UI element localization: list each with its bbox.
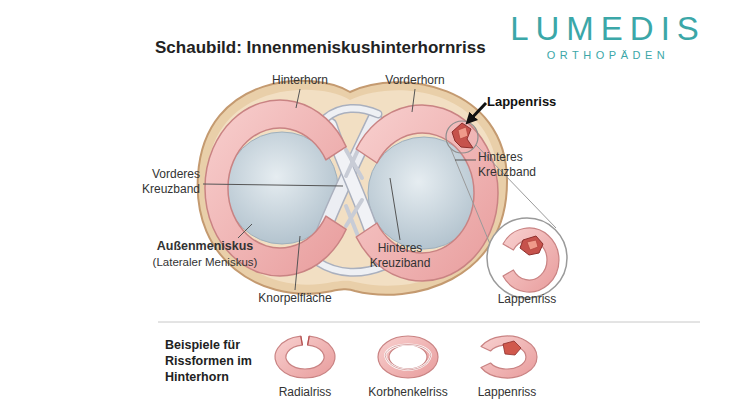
- tear-example: Lappenriss: [462, 333, 552, 405]
- part-label: Hinteres Kreuziband: [358, 241, 442, 271]
- logo-subtitle: ORTHOPÄDEN: [498, 49, 718, 63]
- section-heading: Beispiele für Rissformen im Hinterhorn: [165, 337, 269, 385]
- tear-type-label: Korbhenkelriss: [363, 385, 453, 399]
- part-label: Knorpelfläche: [240, 291, 350, 306]
- part-label: Hinteres Kreuzband: [478, 150, 558, 180]
- bucket-handle-tear: [385, 345, 431, 371]
- flap-tear: [503, 341, 521, 355]
- part-label: Hinterhorn: [255, 73, 345, 88]
- radial-tear: [301, 336, 309, 345]
- tear-label: Lappenriss: [487, 94, 577, 110]
- meniscus-shape: [275, 336, 335, 378]
- tear-type-label: Lappenriss: [462, 385, 552, 399]
- meniscus-shape: [481, 336, 537, 378]
- bucket-handle-edge: [385, 345, 431, 371]
- diagram-title: Schaubild: Innenmeniskushinterhornriss: [155, 37, 486, 58]
- part-label: (Lateraler Meniskus): [130, 255, 280, 269]
- meniscus-shape: [378, 336, 438, 378]
- logo-wordmark: LUMEDIS: [498, 8, 718, 49]
- tear-example: Lappenriss: [485, 216, 569, 312]
- tear-illustration: [260, 333, 350, 383]
- meniscus-shape: [503, 228, 559, 292]
- flap-tear-fold: [458, 127, 468, 139]
- separator-line: [158, 322, 700, 323]
- tear-type-label: Lappenriss: [485, 292, 569, 306]
- part-label: Vorderes Kreuzband: [110, 167, 200, 197]
- tear-example: Korbhenkelriss: [363, 333, 453, 405]
- flap-tear: [452, 123, 473, 148]
- tear-type-label: Radialriss: [260, 385, 350, 399]
- flap-tear: [520, 236, 543, 255]
- tear-illustration: [462, 333, 552, 383]
- zoom-circle: [487, 218, 567, 298]
- part-label: Vorderhorn: [370, 73, 460, 88]
- tear-example: Radialriss: [260, 333, 350, 405]
- tear-illustration: [363, 333, 453, 383]
- tear-arrow: [468, 103, 486, 122]
- flap-tear-fold: [527, 240, 538, 250]
- tear-illustration: [485, 216, 569, 300]
- part-label: Außenmeniskus: [130, 239, 280, 255]
- medial-meniscus: [356, 105, 498, 281]
